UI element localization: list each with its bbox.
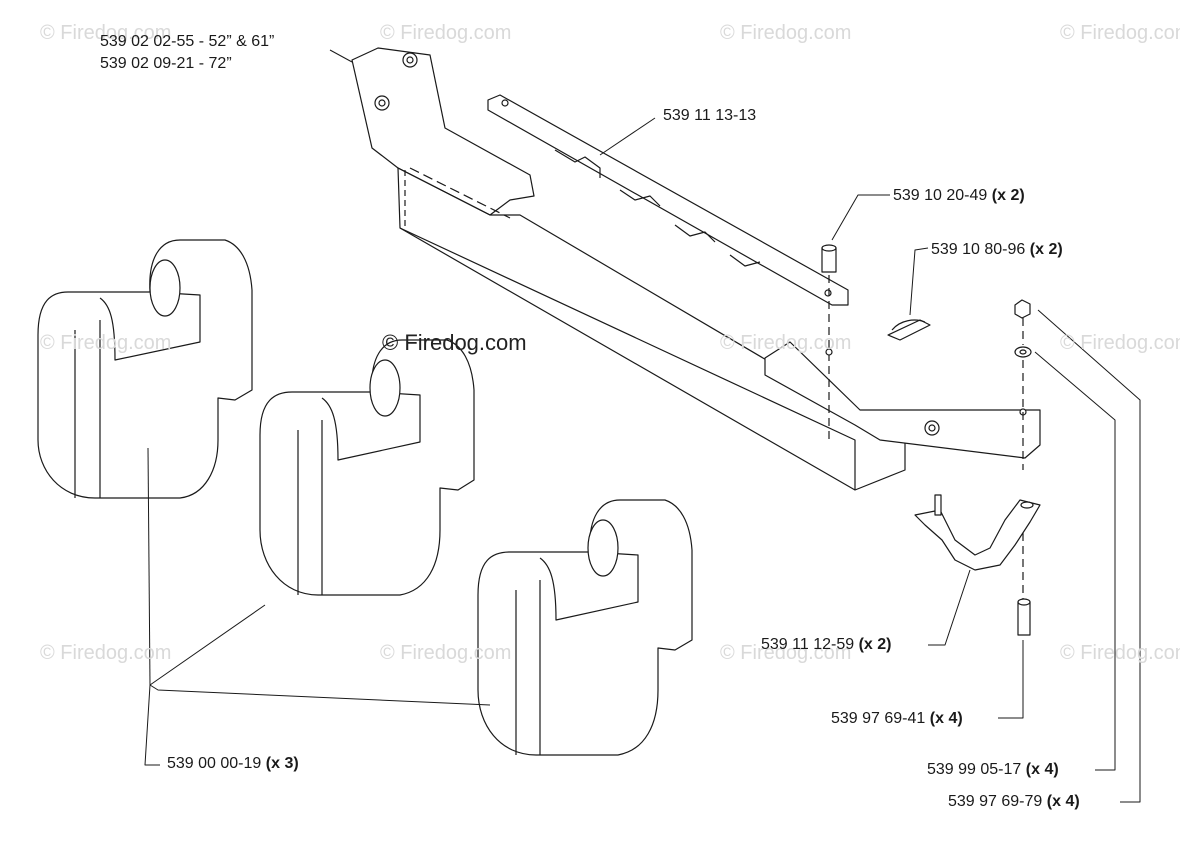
leader-lines: [144, 49, 1141, 803]
weight-3: [477, 499, 693, 756]
weight-1: [37, 239, 253, 499]
label-nut-qty: (x 4): [1046, 793, 1080, 810]
label-bracket-line1: 539 02 02-55 - 52” & 61”: [100, 33, 275, 50]
watermark-text: © Firedog.com: [380, 642, 512, 664]
label-bracket-line2: 539 02 09-21 - 72”: [100, 55, 232, 72]
watermark-text: © Firedog.com: [40, 22, 172, 44]
label-washer: 539 99 05-17 (x 4): [927, 760, 1059, 780]
label-nut: 539 97 69-79 (x 4): [948, 792, 1080, 812]
label-weight-part: 539 00 00-19: [167, 755, 262, 772]
watermark-center: © Firedog.com: [382, 330, 527, 355]
pin: [821, 244, 837, 440]
hanger: [914, 494, 1041, 571]
watermark-text: © Firedog.com: [40, 642, 172, 664]
label-bolt: 539 97 69-41 (x 4): [831, 709, 963, 729]
watermark-text: © Firedog.com: [1060, 22, 1180, 44]
watermark-text: © Firedog.com: [720, 642, 852, 664]
label-pin: 539 10 20-49 (x 2): [893, 186, 1025, 206]
main-beam: [397, 167, 906, 491]
label-weight-qty: (x 3): [265, 755, 299, 772]
label-bolt-part: 539 97 69-41: [831, 710, 926, 727]
label-nut-part: 539 97 69-79: [948, 793, 1043, 810]
weight-2: [259, 339, 475, 596]
label-clip-qty: (x 2): [1029, 241, 1063, 258]
label-pin-qty: (x 2): [991, 187, 1025, 204]
label-hanger: 539 11 12-59 (x 2): [761, 635, 891, 655]
label-pin-part: 539 10 20-49: [893, 187, 988, 204]
nut-washer-bolt: [1014, 299, 1032, 636]
label-bolt-qty: (x 4): [929, 710, 963, 727]
label-washer-part: 539 99 05-17: [927, 761, 1022, 778]
watermark-text: © Firedog.com: [720, 332, 852, 354]
watermark-text: © Firedog.com: [1060, 332, 1180, 354]
label-hanger-qty: (x 2): [858, 636, 892, 653]
center-bar: [487, 94, 849, 306]
label-clip: 539 10 80-96 (x 2): [931, 240, 1063, 260]
label-hanger-part: 539 11 12-59: [761, 636, 855, 653]
label-washer-qty: (x 4): [1025, 761, 1059, 778]
label-clip-part: 539 10 80-96: [931, 241, 1026, 258]
left-bracket: [351, 47, 535, 216]
watermark-text: © Firedog.com: [720, 22, 852, 44]
label-center-bar: 539 11 13-13: [663, 107, 757, 124]
watermark-text: © Firedog.com: [40, 332, 172, 354]
hair-clip: [887, 319, 931, 341]
watermark-text: © Firedog.com: [1060, 642, 1180, 664]
watermark-text: © Firedog.com: [380, 22, 512, 44]
label-weight: 539 00 00-19 (x 3): [167, 754, 299, 774]
right-bracket: [764, 341, 1041, 459]
